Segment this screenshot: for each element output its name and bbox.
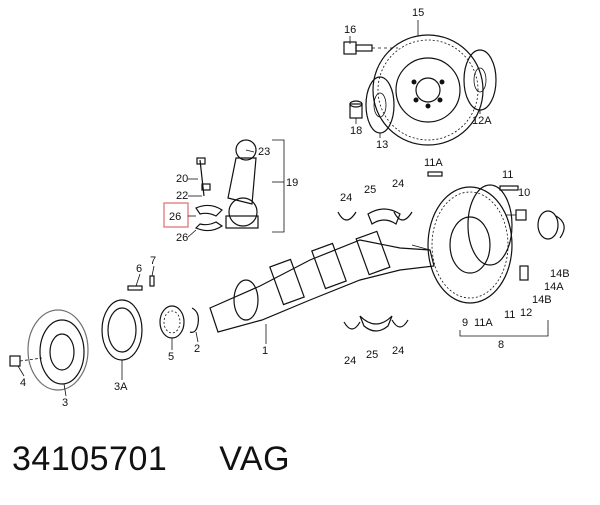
callout-3A: 3A (114, 381, 128, 393)
callout-14B-bottom: 14B (532, 294, 552, 306)
thrust-washers-top (337, 208, 413, 225)
footer: 34105701 VAG (12, 440, 290, 490)
key-7-pin-6 (127, 275, 155, 291)
part-number: 34105701 (12, 440, 168, 478)
drive-plate-8 (411, 184, 513, 304)
brand-name: VAG (219, 440, 291, 478)
callout-26: 26 (176, 232, 188, 244)
bearing-shells-26 (194, 204, 224, 232)
callout-24-bottom-left: 24 (344, 355, 356, 367)
callout-7: 7 (150, 255, 156, 267)
bolt-11 (499, 185, 519, 191)
callout-24-top-left: 24 (340, 192, 352, 204)
callout-9: 9 (462, 317, 468, 329)
connecting-rod (225, 139, 259, 229)
bolt-10 (506, 209, 527, 221)
callout-6: 6 (136, 263, 142, 275)
callout-3: 3 (62, 397, 68, 409)
callout-2: 2 (194, 343, 200, 355)
bolt-4 (9, 355, 43, 367)
sprocket-5 (159, 305, 185, 339)
callout-20: 20 (176, 173, 188, 185)
crankshaft-1 (209, 230, 435, 333)
callout-11-bottom: 11 (504, 309, 515, 321)
callout-11-top: 11 (502, 169, 513, 181)
callout-4: 4 (20, 377, 26, 389)
callout-13: 13 (376, 139, 388, 151)
pulley-3 (27, 309, 89, 391)
callout-11A-top: 11A (424, 157, 443, 169)
rings-14 (537, 210, 565, 240)
highlight-box-26 (163, 202, 189, 228)
bracket-19 (272, 139, 285, 233)
callout-18: 18 (350, 125, 362, 137)
exploded-parts-diagram: 15 16 18 13 12A 11A 11 10 23 19 20 22 26… (9, 7, 570, 409)
spacer-11-bottom (519, 265, 529, 281)
bracket-8 (459, 320, 549, 337)
plate-12A (463, 49, 497, 111)
callout-24-top-right: 24 (392, 178, 404, 190)
callout-12A: 12A (472, 115, 492, 127)
rod-bolt-20 (196, 157, 211, 197)
bolt-11A (427, 171, 443, 177)
callout-25-top: 25 (364, 184, 376, 196)
callout-8: 8 (498, 339, 504, 351)
callout-10: 10 (518, 187, 530, 199)
callout-12: 12 (520, 307, 532, 319)
callout-24-bottom-right: 24 (392, 345, 404, 357)
seal-2 (189, 307, 199, 333)
bushing-18 (349, 100, 363, 119)
callout-5: 5 (168, 351, 174, 363)
callout-25-bottom: 25 (366, 349, 378, 361)
callout-26-highlight: 26 (169, 211, 181, 223)
callout-22: 22 (176, 190, 188, 202)
callout-14B: 14B (550, 268, 570, 280)
callout-1: 1 (262, 345, 268, 357)
belt-pulley-3A (101, 299, 143, 361)
callout-14A: 14A (544, 281, 564, 293)
leader-lines (17, 20, 481, 397)
callout-19: 19 (286, 177, 298, 189)
callout-11A-bottom: 11A (474, 317, 493, 329)
thrust-washers-bottom (343, 315, 409, 332)
callout-23: 23 (258, 146, 270, 158)
callout-15: 15 (412, 7, 424, 19)
callout-16: 16 (344, 24, 356, 36)
flywheel-15 (372, 34, 484, 146)
bolt-16 (343, 41, 398, 55)
